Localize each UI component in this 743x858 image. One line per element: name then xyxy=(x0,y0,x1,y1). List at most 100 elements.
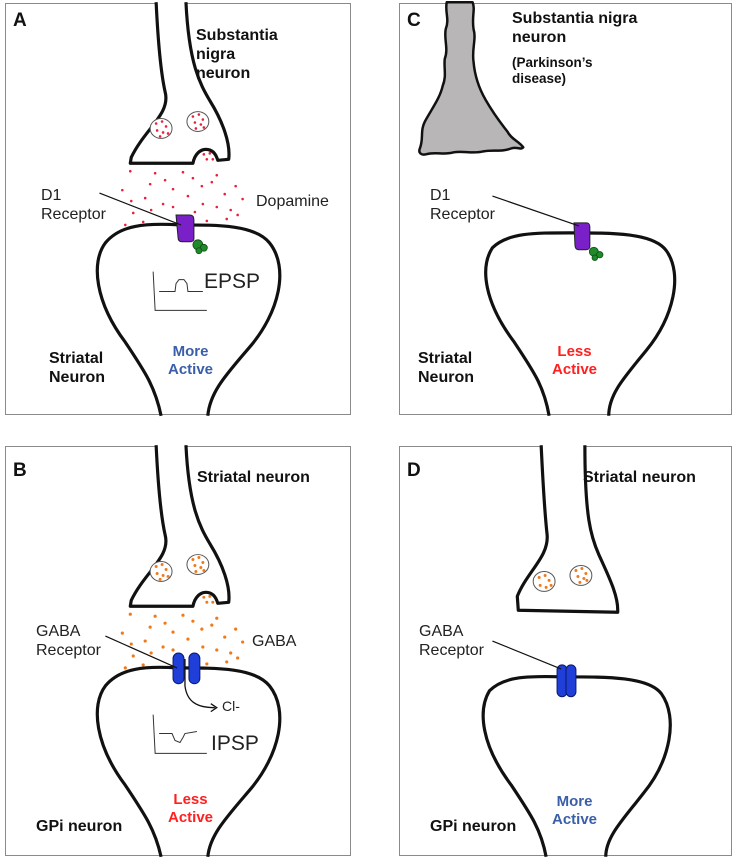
disease-note: (Parkinson’s disease) xyxy=(512,55,593,87)
molecule-dot xyxy=(201,645,205,649)
receptor-label: GABA Receptor xyxy=(36,623,101,661)
molecule-dot xyxy=(171,205,175,209)
molecule-dot xyxy=(197,113,201,116)
molecule-dot xyxy=(164,567,168,571)
ipsp-trace xyxy=(152,714,207,754)
molecule-dot xyxy=(582,576,586,580)
potential-label: EPSP xyxy=(204,270,261,293)
molecule-dot xyxy=(576,574,580,578)
label-line: Receptor xyxy=(430,205,495,223)
panel-c-artwork xyxy=(418,1,677,417)
molecule-dot xyxy=(149,208,153,212)
postsynaptic-neuron xyxy=(95,222,282,417)
panel-b-artwork xyxy=(95,445,282,858)
panel-letter: C xyxy=(407,10,421,31)
dopamine-molecules xyxy=(121,169,244,227)
molecule-dot xyxy=(208,594,212,598)
molecule-dot xyxy=(186,194,190,198)
label-line: Substantia xyxy=(196,27,278,44)
label-line: Striatal xyxy=(418,350,473,367)
molecule-dot xyxy=(155,571,159,575)
activity-label: More Active xyxy=(168,343,213,378)
molecule-dot xyxy=(201,118,205,121)
molecule-dot xyxy=(225,660,229,664)
molecule-dot xyxy=(202,595,206,599)
label-line: Receptor xyxy=(419,641,484,659)
label-line: More xyxy=(172,343,209,360)
molecule-dot xyxy=(171,648,175,652)
molecule-dot xyxy=(236,213,239,217)
molecule-dot xyxy=(154,122,158,125)
receptor-label: GABA Receptor xyxy=(419,623,484,661)
label-line: Active xyxy=(552,810,598,828)
molecule-dot xyxy=(166,132,170,135)
molecule-dot xyxy=(578,580,582,584)
molecule-dot xyxy=(215,173,219,177)
label-line: neuron xyxy=(512,28,567,46)
d1-receptor xyxy=(175,214,195,243)
molecule-dot xyxy=(544,585,548,589)
molecule-dot xyxy=(143,196,147,200)
panel-letter: D xyxy=(407,460,421,481)
molecule-dot xyxy=(186,637,190,641)
label-line: Receptor xyxy=(41,205,106,223)
molecule-dot xyxy=(181,613,185,617)
molecule-dot xyxy=(208,152,212,155)
molecule-dot xyxy=(229,651,233,655)
presynaptic-terminal xyxy=(515,445,620,614)
molecule-dot xyxy=(191,558,195,562)
molecule-dot xyxy=(128,612,132,616)
molecule-dot xyxy=(580,567,584,570)
molecule-dot xyxy=(153,614,157,618)
label-line: D1 xyxy=(41,187,62,204)
presynaptic-label: Substantia nigra neuron xyxy=(196,27,278,84)
molecule-dot xyxy=(160,563,164,566)
molecule-dot xyxy=(236,656,240,660)
molecule-dot xyxy=(129,642,133,646)
label-line: nigra xyxy=(196,45,236,63)
molecule-dot xyxy=(166,574,170,578)
molecule-dot xyxy=(163,178,167,182)
molecule-dot xyxy=(153,171,157,175)
label-line: More xyxy=(556,793,593,810)
transmitter-label: GABA xyxy=(252,633,297,650)
molecule-dot xyxy=(161,131,165,134)
molecule-dot xyxy=(164,125,168,128)
activity-label: Less Active xyxy=(552,343,597,378)
label-line: Striatal neuron xyxy=(583,469,696,486)
molecule-dot xyxy=(129,199,133,203)
molecule-dot xyxy=(161,645,165,649)
label-line: GABA xyxy=(36,623,81,640)
chloride-flow-arrow xyxy=(184,658,215,709)
molecule-dot xyxy=(149,651,153,655)
label-line: Less xyxy=(557,343,592,360)
molecule-dot xyxy=(124,223,127,227)
molecule-dot xyxy=(191,619,195,623)
label-line: GABA xyxy=(419,623,464,640)
molecule-dot xyxy=(193,564,197,567)
label-line: GPi neuron xyxy=(430,818,517,835)
molecule-dot xyxy=(143,639,147,643)
postsynaptic-label: Striatal Neuron xyxy=(418,350,474,388)
molecule-dot xyxy=(201,561,205,565)
postsynaptic-label: GPi neuron xyxy=(36,818,122,837)
molecule-dot xyxy=(171,630,175,634)
molecule-dot xyxy=(215,648,219,652)
molecule-dot xyxy=(128,169,132,173)
molecule-dot xyxy=(148,182,152,186)
label-line: GPi neuron xyxy=(36,818,123,835)
d1-receptor xyxy=(573,222,591,251)
label-line: Neuron xyxy=(49,368,105,386)
panel-a: A Substantia nigra neuron D1 Receptor Do… xyxy=(5,2,351,417)
molecule-dot xyxy=(191,176,195,180)
g-protein xyxy=(588,246,604,261)
molecule-dot xyxy=(223,192,227,196)
molecule-dot xyxy=(193,121,197,124)
label-line: Less xyxy=(173,791,208,808)
label-line: Substantia nigra xyxy=(512,10,638,27)
molecule-dot xyxy=(210,180,214,184)
molecule-dot xyxy=(205,157,209,161)
molecule-dot xyxy=(229,208,232,212)
receptor-pointer xyxy=(492,640,562,670)
molecule-dot xyxy=(181,170,185,174)
